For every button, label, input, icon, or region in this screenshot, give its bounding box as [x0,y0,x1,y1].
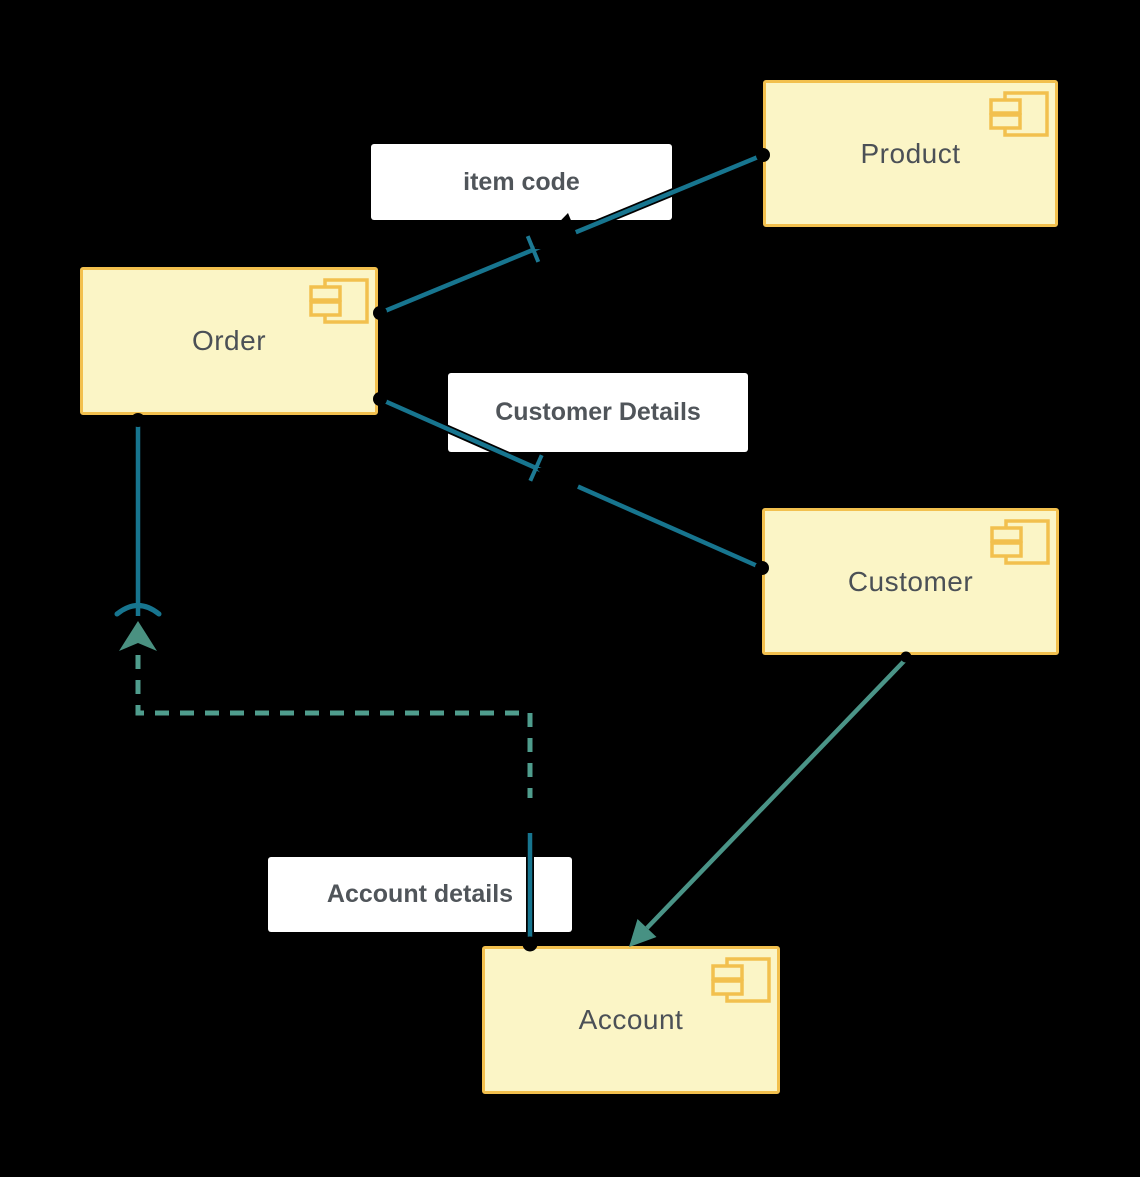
component-icon [989,91,1049,137]
connector-label-customer-details[interactable]: Customer Details [448,373,748,452]
component-icon [711,957,771,1003]
connector-order-socket[interactable] [114,413,162,617]
component-product-label: Product [860,137,961,169]
component-order[interactable]: Order [80,267,378,415]
connector-dependency-dashed[interactable] [119,621,545,831]
component-customer[interactable]: Customer [762,508,1059,655]
component-order-label: Order [191,325,267,356]
component-icon [990,519,1050,565]
connector-label-account-details[interactable]: Account details [268,857,572,932]
mid-tick [525,235,541,263]
mid-tick [528,454,544,482]
mid-arrow-icon [536,468,586,505]
provided-interface-ball-icon [515,801,545,831]
dashed-line [135,655,533,798]
component-product[interactable]: Product [763,80,1058,227]
endpoint-dot [131,413,145,427]
component-customer-label: Customer [847,565,974,597]
connector-label-item-code[interactable]: item code [371,144,672,220]
component-icon [309,278,369,324]
arrowhead-icon [629,919,657,947]
connector-line [645,655,910,930]
connector-label-customer-details-text: Customer Details [495,398,701,426]
connector-label-account-details-text: Account details [326,880,514,908]
connector-customer-account[interactable] [629,651,912,948]
connector-label-item-code-text: item code [463,167,580,196]
socket-half-circle-icon [114,603,162,617]
dependency-arrowhead-icon [119,621,157,651]
component-account[interactable]: Account [482,946,780,1094]
component-account-label: Account [578,1004,684,1035]
